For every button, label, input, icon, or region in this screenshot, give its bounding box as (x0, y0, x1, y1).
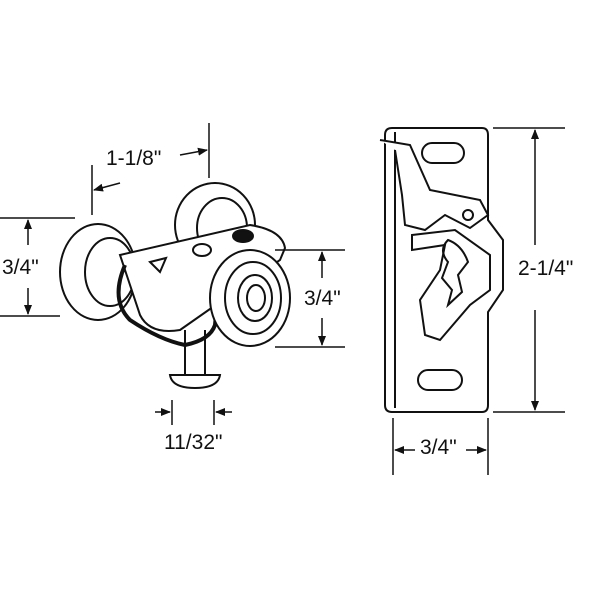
catch-spring (440, 238, 470, 309)
left-wheel (59, 223, 137, 321)
body-hole-dark (232, 229, 254, 243)
front-wheel-ring-inner (237, 274, 273, 322)
dim-plate-width: 3/4" (420, 436, 457, 459)
stem (184, 330, 206, 375)
bottom-slot (417, 369, 463, 391)
dim-roller-width: 1-1/8" (106, 147, 162, 170)
stem-base (168, 374, 222, 390)
front-wheel-hub (246, 284, 266, 312)
catch-body (411, 228, 491, 342)
roller-assembly (59, 182, 291, 390)
mounting-plate (379, 127, 504, 413)
dim-roller-height-left: 3/4" (2, 256, 39, 279)
body-marking (148, 256, 168, 274)
body-hole (192, 243, 212, 257)
top-slot (421, 142, 465, 164)
dim-stem: 11/32" (164, 431, 223, 454)
dim-roller-height-right: 3/4" (304, 287, 341, 310)
spring-wire (116, 264, 222, 348)
lever-pivot (462, 209, 474, 221)
plate-dimension-lines (392, 127, 565, 475)
roller-dimension-lines (0, 123, 345, 425)
front-wheel-ring (224, 261, 282, 335)
latch-lever (379, 139, 490, 232)
front-wheel (209, 249, 291, 347)
dim-plate-height: 2-1/4" (518, 257, 574, 280)
